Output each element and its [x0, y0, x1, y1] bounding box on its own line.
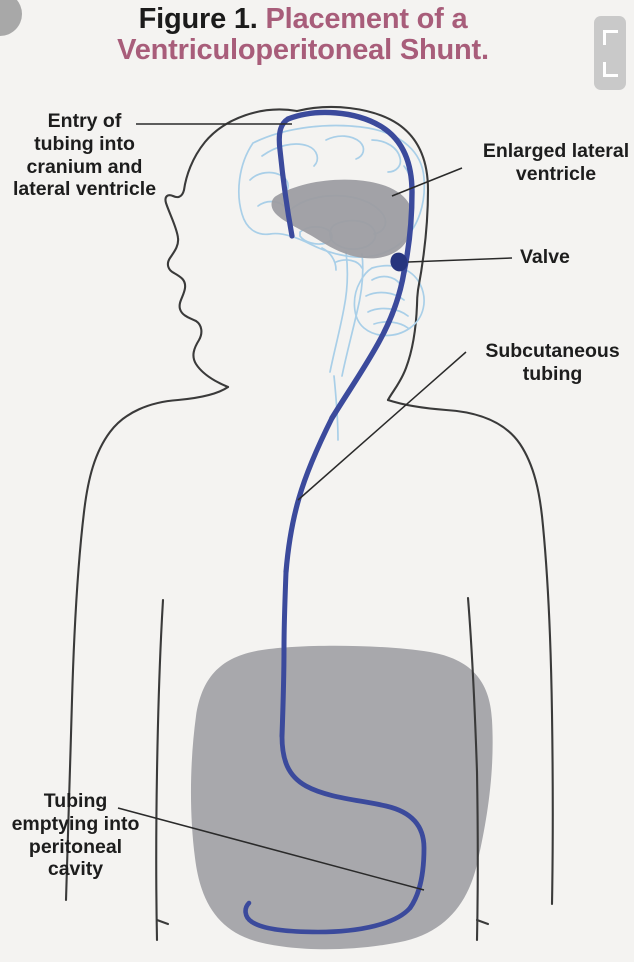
cortex-fold-3-path: [371, 139, 402, 173]
enlarged-lateral-ventricle-shape: [271, 179, 414, 259]
cerebellum-fold-1-path: [371, 275, 401, 285]
leader-subcutaneous-path: [297, 351, 467, 501]
left-flank-path: [155, 598, 165, 942]
left-shoulder-arm-path: [64, 385, 230, 902]
leader-peritoneal-path: [117, 807, 425, 891]
annotation-peritoneal-cavity: Tubing emptying into peritoneal cavity: [11, 790, 140, 881]
title-main-line1: Placement of a: [257, 3, 468, 35]
neck-and-skull-back-path: [386, 303, 419, 402]
brain-line-art: [238, 124, 426, 441]
bracket-top-left: [603, 30, 618, 45]
right-flank-path: [466, 596, 479, 942]
annotation-enlarged-ventricle: Enlarged lateral ventricle: [482, 140, 630, 185]
cerebellum-outline-path: [353, 264, 425, 337]
title-line-1: Figure 1. Placement of a: [0, 3, 606, 35]
left-hip-tick-path: [155, 918, 170, 926]
title-main-line2: Ventriculoperitoneal Shunt.: [117, 34, 489, 67]
tubing-terminal-hook-path: [243, 900, 413, 935]
bracket-bottom-left: [603, 62, 618, 77]
crop-brackets-icon[interactable]: [594, 16, 626, 90]
right-shoulder-arm-path: [386, 398, 554, 906]
leader-lines: [117, 123, 513, 891]
body-outline: [64, 108, 554, 942]
skull-top-path: [295, 106, 430, 307]
shunt-valve-marker: [390, 252, 408, 272]
thoracic-tubing-path: [283, 415, 335, 575]
figure-title: Figure 1. Placement of a Ventriculoperit…: [0, 3, 606, 67]
annotation-entry-of-tubing: Entry of tubing into cranium and lateral…: [12, 110, 157, 201]
abdominal-entry-tubing-path: [279, 569, 289, 739]
shunt-tubing: [243, 109, 427, 935]
cerebellum-fold-4-path: [373, 321, 409, 329]
pons-path: [335, 259, 363, 269]
ventricular-catheter-path: [276, 116, 295, 239]
cerebellum-fold-2-path: [365, 291, 405, 301]
circle-handle-icon: [0, 0, 22, 36]
cortex-fold-1-path: [261, 143, 319, 167]
brainstem-path: [329, 251, 349, 373]
fourth-ventricle-path: [321, 247, 337, 271]
peritoneal-s-curve-path: [279, 733, 427, 911]
right-hip-tick-path: [475, 918, 490, 926]
annotation-subcutaneous-tubing: Subcutaneous tubing: [485, 340, 620, 385]
figure-number: Figure 1.: [138, 3, 258, 35]
brainstem-edge-path: [341, 253, 364, 377]
annotation-valve: Valve: [520, 246, 570, 268]
cranial-arc-tubing-path: [285, 109, 415, 275]
cervical-tubing-path: [329, 269, 407, 421]
head-profile-path: [164, 108, 299, 389]
cortex-fold-2-path: [325, 135, 365, 160]
leader-valve-path: [407, 257, 513, 263]
leader-ventricle-path: [391, 167, 463, 197]
cerebellum-fold-3-path: [367, 307, 409, 317]
